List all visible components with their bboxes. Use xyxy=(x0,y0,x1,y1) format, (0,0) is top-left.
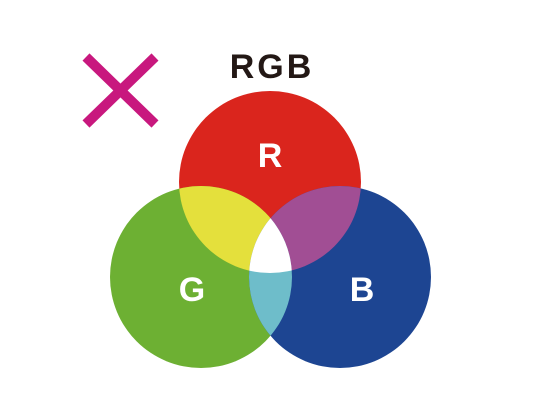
cross-mark-icon xyxy=(82,53,159,128)
label-g: G xyxy=(179,271,205,309)
red-green-overlap xyxy=(179,186,292,273)
label-r: R xyxy=(258,137,283,175)
diagram-title: RGB xyxy=(230,48,315,86)
red-blue-overlap xyxy=(249,186,361,273)
label-b: B xyxy=(350,271,375,309)
